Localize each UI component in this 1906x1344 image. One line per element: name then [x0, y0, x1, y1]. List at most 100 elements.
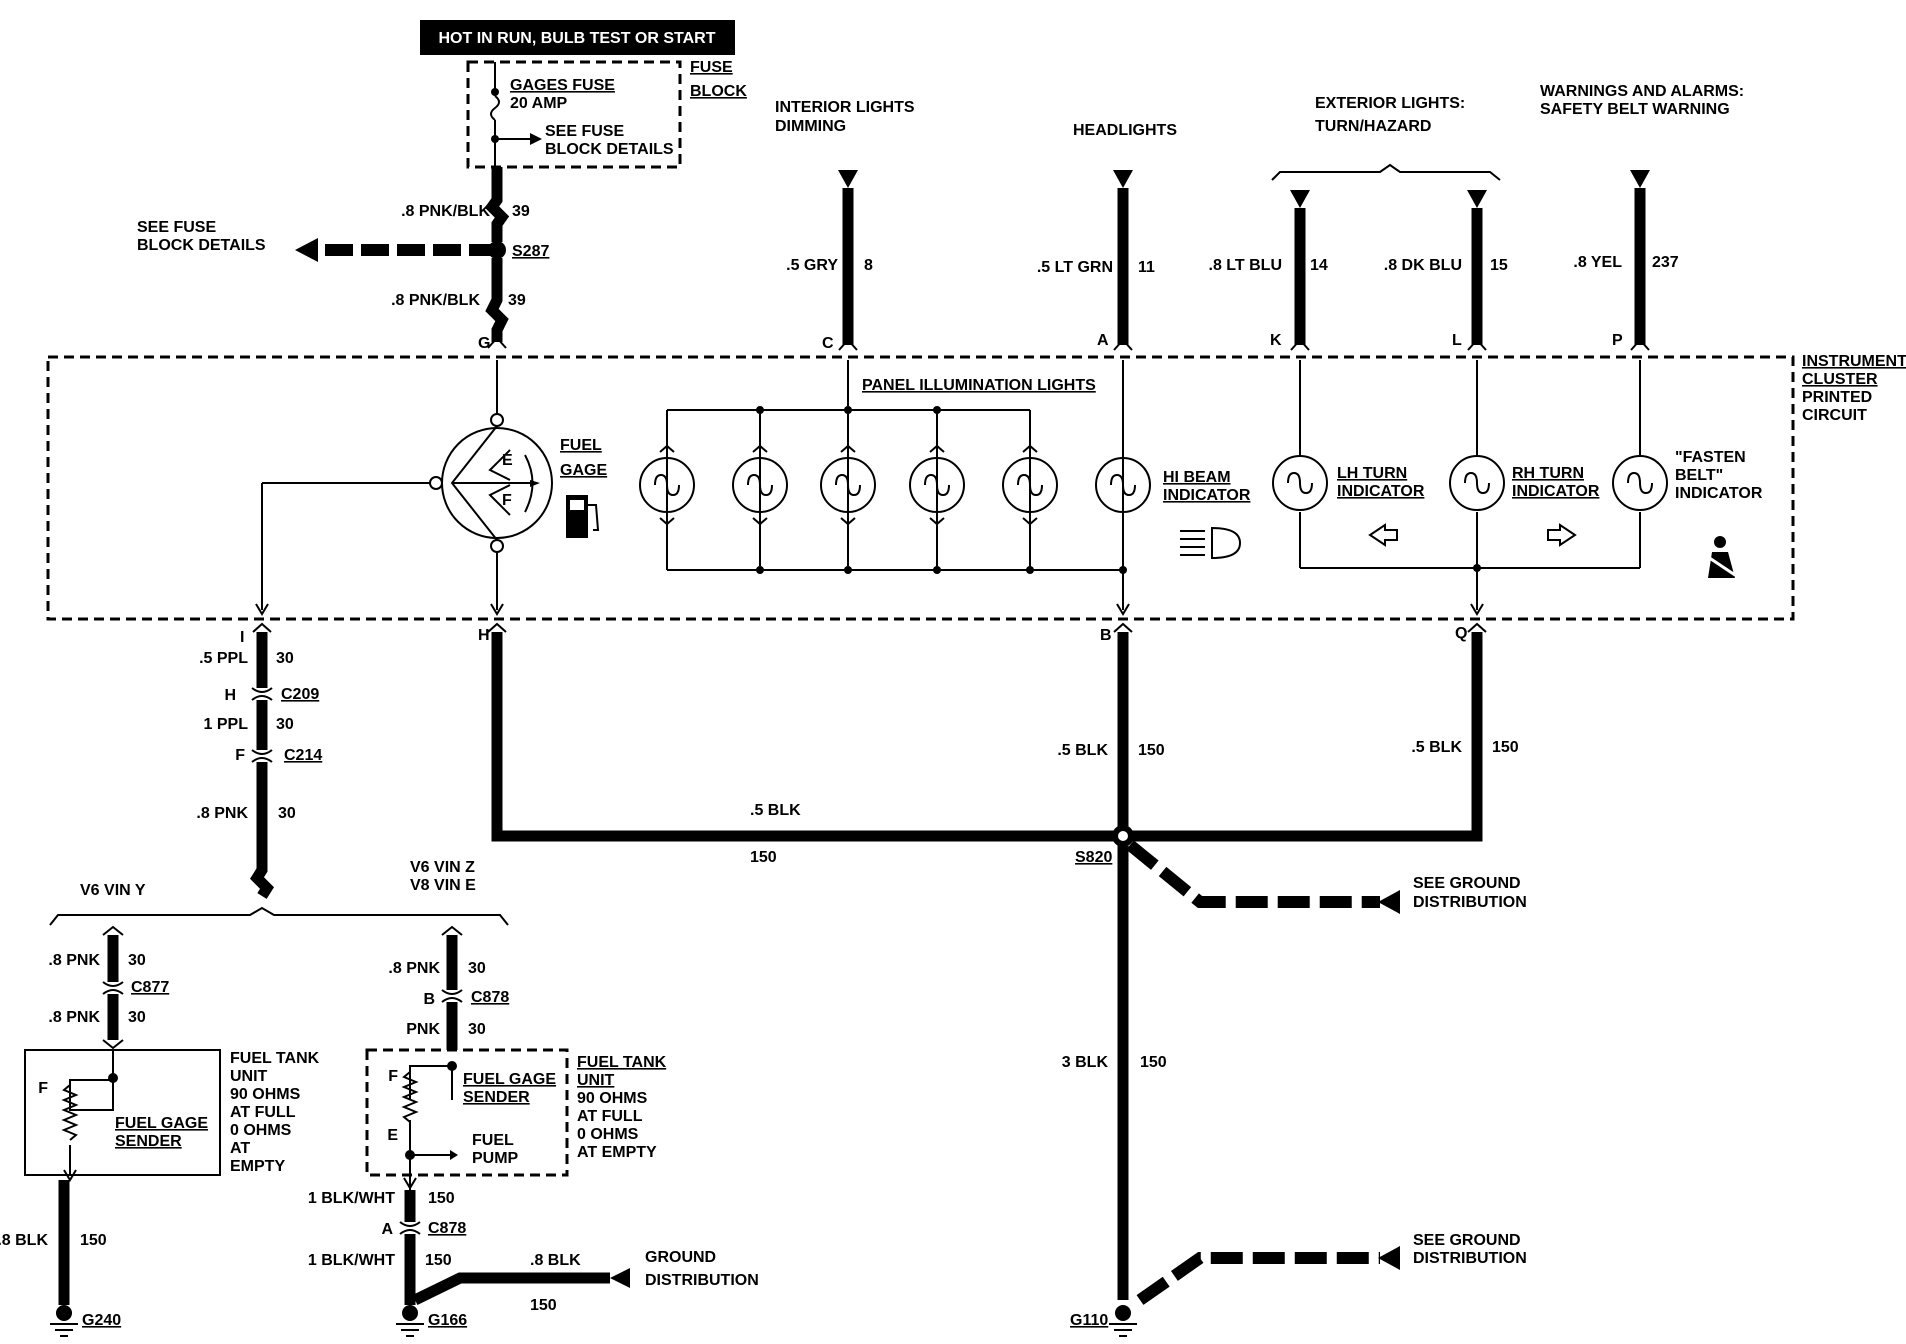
bulb-icon: [909, 444, 965, 526]
ground-circuit-q: 150: [1492, 739, 1519, 756]
input-arrow-icon: [1290, 190, 1310, 208]
circuit-39: .8 PNK/BLK 39 S287 .8 PNK/BLK 39 G SEE F…: [137, 167, 549, 352]
ground-see-4: DISTRIBUTION: [1413, 1250, 1527, 1267]
vin-z-pin-a: A: [381, 1221, 393, 1238]
pin-p: P: [1612, 332, 1623, 349]
headlights-wire: .5 LT GRN: [1037, 259, 1113, 276]
vin-z-tank-unit-box: [365, 1048, 569, 1177]
gnd-dist-2: DISTRIBUTION: [645, 1272, 759, 1289]
ground-icon: [50, 1305, 78, 1337]
rh-turn-wire: .8 DK BLU: [1384, 257, 1462, 274]
arrow-left-icon: [1368, 523, 1398, 547]
pin-g: G: [478, 335, 490, 352]
c214-wire-3: .8 PNK: [196, 805, 248, 822]
hi-beam-label-1: HI BEAM: [1163, 469, 1231, 486]
interior-title-1: INTERIOR LIGHTS: [775, 99, 915, 116]
vin-y-unit-4: AT FULL: [230, 1104, 296, 1121]
vin-y-circuit-gnd: 150: [80, 1232, 107, 1249]
vin-z-wire-2: PNK: [406, 1021, 440, 1038]
vin-y-circuit-1: 30: [128, 952, 146, 969]
vin-z-sender-2: SENDER: [463, 1089, 530, 1106]
circuit-30: I .5 PPL 30 H C209 1 PPL 30 F C214 .8 PN…: [49, 629, 509, 926]
vin-z-unit-3: 90 OHMS: [577, 1090, 648, 1107]
c209-name: C209: [281, 686, 319, 703]
fasten-label-1: "FASTEN: [1675, 449, 1746, 466]
vin-y-wire-2: .8 PNK: [48, 1009, 100, 1026]
vin-z-circuit-3: 150: [428, 1190, 455, 1207]
arrow-left-icon: [610, 1268, 630, 1288]
arrow-right-icon: [1547, 523, 1577, 547]
cluster-label-2: CLUSTER: [1802, 371, 1878, 388]
vin-y-wire-gnd: .8 BLK: [0, 1232, 48, 1249]
interior-circuit: 8: [864, 257, 873, 274]
s287-see-2: BLOCK DETAILS: [137, 237, 266, 254]
rh-turn-label-2: INDICATOR: [1512, 483, 1600, 500]
lh-turn-wire: .8 LT BLU: [1209, 257, 1282, 274]
arrow-right-icon: [530, 133, 542, 145]
bulb-icon: [1612, 455, 1668, 511]
vin-y-branch: .8 PNK 30 C877 .8 PNK 30 F FUEL GAGE SEN…: [0, 925, 320, 1337]
fuse-name: GAGES FUSE: [510, 77, 615, 94]
vin-z-circuit-4: 150: [425, 1252, 452, 1269]
s287-circuit-top: 39: [512, 203, 530, 220]
s287-circuit-bottom: 39: [508, 292, 526, 309]
vin-z-unit-6: AT EMPTY: [577, 1144, 657, 1161]
fuel-pump-icon: [566, 495, 600, 538]
instrument-cluster: INSTRUMENT CLUSTER PRINTED CIRCUIT E F F…: [46, 353, 1906, 621]
vin-z-pump-2: PUMP: [472, 1150, 519, 1167]
ground-see-1: SEE GROUND: [1413, 875, 1521, 892]
input-headlights: HEADLIGHTS .5 LT GRN 11 A: [1037, 122, 1177, 349]
s287-see-1: SEE FUSE: [137, 219, 216, 236]
vin-y-unit-5: 0 OHMS: [230, 1122, 292, 1139]
ground-icon: [396, 1305, 424, 1337]
s287-wire-bottom: .8 PNK/BLK: [391, 292, 480, 309]
vin-z-pin-f: F: [388, 1068, 398, 1085]
ground-see-3: SEE GROUND: [1413, 1232, 1521, 1249]
cluster-label-4: CIRCUIT: [1802, 407, 1867, 424]
vin-z-wire-4: 1 BLK/WHT: [308, 1252, 395, 1269]
c214-circuit-2: 30: [276, 716, 294, 733]
exterior-title-2: TURN/HAZARD: [1315, 118, 1431, 135]
bulb-icon: [1002, 444, 1058, 526]
input-warnings: WARNINGS AND ALARMS: SAFETY BELT WARNING…: [1540, 83, 1744, 349]
power-header: HOT IN RUN, BULB TEST OR START: [420, 20, 735, 55]
c878-name-2: C878: [428, 1220, 466, 1237]
ground-circuit-main: 150: [1140, 1054, 1167, 1071]
g110-name: G110: [1070, 1312, 1108, 1329]
rh-turn-label-1: RH TURN: [1512, 465, 1584, 482]
cluster-bottom-connectors: [252, 622, 1487, 633]
input-arrow-icon: [1630, 170, 1650, 188]
cluster-label-3: PRINTED: [1802, 389, 1872, 406]
input-arrow-icon: [1467, 190, 1487, 208]
resistor-icon: [401, 1071, 419, 1123]
power-label: HOT IN RUN, BULB TEST OR START: [438, 30, 715, 47]
ground-wire-q: .5 BLK: [1411, 739, 1462, 756]
vin-z-unit-5: 0 OHMS: [577, 1126, 639, 1143]
vin-z-unit-2: UNIT: [577, 1072, 615, 1089]
gage-e: E: [502, 452, 513, 469]
vin-z-unit-4: AT FULL: [577, 1108, 643, 1125]
fuel-gage-label-1: FUEL: [560, 437, 602, 454]
bulb-icon: [820, 444, 876, 526]
vin-z-pump-1: FUEL: [472, 1132, 514, 1149]
vin-y-circuit-2: 30: [128, 1009, 146, 1026]
vin-z-wire-3: 1 BLK/WHT: [308, 1190, 395, 1207]
vin-y-unit-3: 90 OHMS: [230, 1086, 301, 1103]
fuse-see-details-2: BLOCK DETAILS: [545, 141, 674, 158]
option-brace: [49, 906, 509, 926]
ground-circuit-b: 150: [1138, 742, 1165, 759]
vin-y-pin-f: F: [38, 1080, 48, 1097]
headlights-title: HEADLIGHTS: [1073, 122, 1177, 139]
rh-turn-circuit: 15: [1490, 257, 1508, 274]
pin-k: K: [1270, 332, 1282, 349]
input-arrow-icon: [838, 170, 858, 188]
vin-y-unit-1: FUEL TANK: [230, 1050, 320, 1067]
c877-name: C877: [131, 979, 169, 996]
vin-z-wire-5: .8 BLK: [530, 1252, 581, 1269]
hi-beam-indicator: HI BEAM INDICATOR: [1095, 360, 1251, 616]
c214-circuit-3: 30: [278, 805, 296, 822]
seat-belt-icon: [1704, 536, 1736, 578]
c209-circuit-1: 30: [276, 650, 294, 667]
c214-name: C214: [284, 747, 322, 764]
bulb-icon: [1449, 455, 1505, 511]
